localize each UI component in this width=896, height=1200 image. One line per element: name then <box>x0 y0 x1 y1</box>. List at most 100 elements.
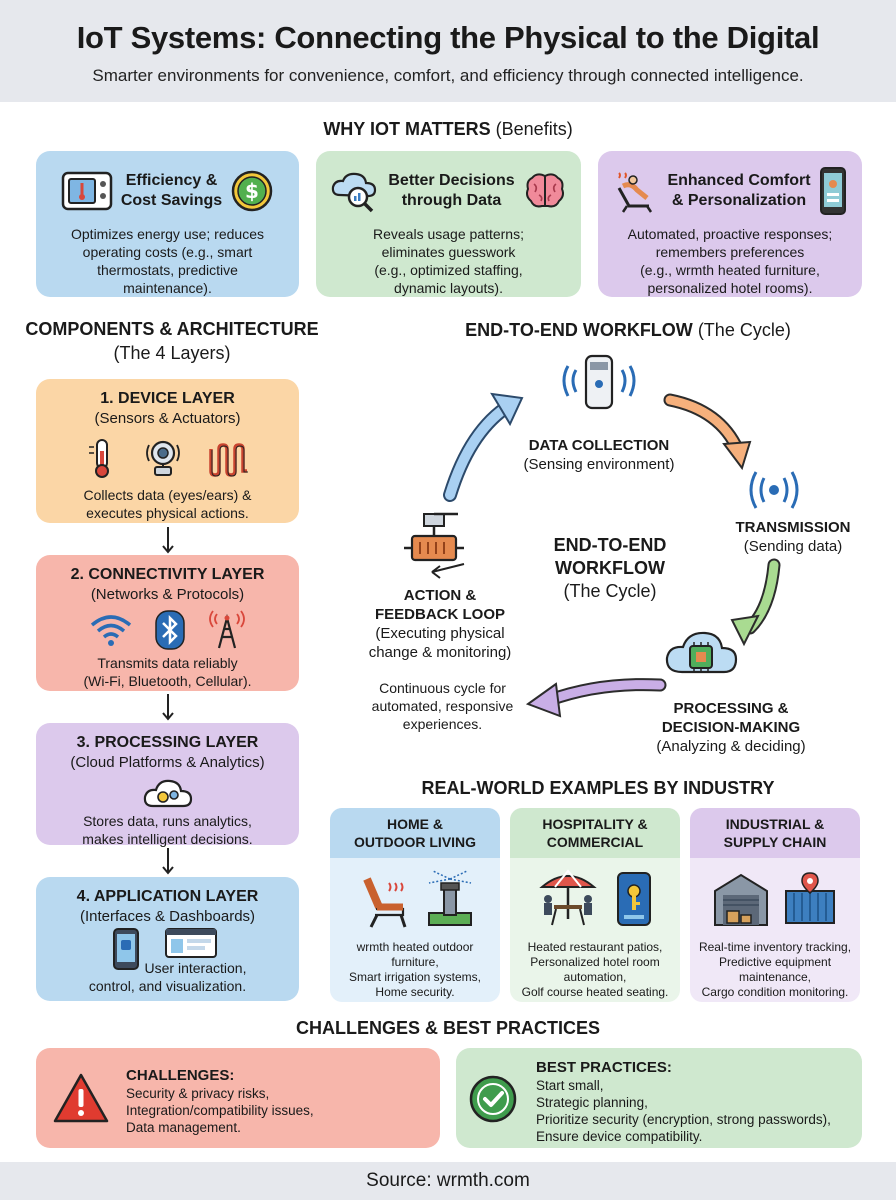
benefit-desc: Automated, proactive responses;remembers… <box>627 226 833 296</box>
cycle-arrow-green <box>730 558 781 647</box>
container-icon <box>785 872 835 924</box>
processing-layer-card: 3. PROCESSING LAYER (Cloud Platforms & A… <box>36 723 299 847</box>
key-card-icon <box>617 872 651 926</box>
heating-coil-icon <box>208 443 248 477</box>
best-practices-box: BEST PRACTICES: Start small, Strategic p… <box>456 1048 862 1148</box>
benefit-card-efficiency: Efficiency &Cost Savings $ Optimizes ene… <box>36 151 299 297</box>
connectivity-layer-card: 2. CONNECTIVITY LAYER (Networks & Protoc… <box>36 555 299 691</box>
step-title: TRANSMISSION <box>735 519 851 536</box>
industry-card-hospitality: HOSPITALITY &COMMERCIAL Heated restauran… <box>510 808 680 1002</box>
cloud-chip-icon <box>665 631 738 674</box>
industry-desc: Heated restaurant patios,Personalized ho… <box>521 940 669 999</box>
thermostat-icon <box>61 171 113 211</box>
phone-app-icon <box>112 927 140 976</box>
layer-subtitle: (Sensors & Actuators) <box>94 410 241 427</box>
layer-title: 3. PROCESSING LAYER <box>76 734 259 751</box>
challenge-item: Security & privacy risks, <box>126 1086 270 1101</box>
footer-source: Source: wrmth.com <box>0 1162 896 1200</box>
layers-heading-text: COMPONENTS & ARCHITECTURE <box>25 319 319 339</box>
industry-card-home: HOME &OUTDOOR LIVING wrmth heated outdoo… <box>330 808 500 1002</box>
step-title-line2: FEEDBACK LOOP <box>374 606 505 623</box>
benefits-heading-note: (Benefits) <box>495 119 573 139</box>
dollar-coin-icon: $ <box>231 170 273 212</box>
workflow-center-label: END-TO-END WORKFLOW (The Cycle) <box>553 535 667 601</box>
layer-title: 1. DEVICE LAYER <box>100 390 235 407</box>
heated-chair-icon <box>618 172 653 213</box>
header-band <box>0 0 896 102</box>
benefits-heading-text: WHY IOT MATTERS <box>323 119 491 139</box>
examples-heading: REAL-WORLD EXAMPLES BY INDUSTRY <box>421 778 775 798</box>
step-subtitle: (Sending data) <box>743 538 843 555</box>
cycle-arrow-purple <box>525 678 667 718</box>
cloud-gear-icon <box>143 779 192 808</box>
cycle-arrow-blue <box>443 392 524 502</box>
best-practice-item: Start small, <box>536 1078 604 1093</box>
challenge-item: Data management. <box>126 1120 241 1135</box>
camera-icon <box>145 440 180 476</box>
thermometer-icon <box>88 439 109 478</box>
step-processing: PROCESSING & DECISION-MAKING (Analyzing … <box>626 699 836 756</box>
challenges-box: CHALLENGES: Security & privacy risks, In… <box>36 1048 440 1148</box>
layer-subtitle: (Cloud Platforms & Analytics) <box>70 754 265 771</box>
step-title: PROCESSING & <box>673 700 789 717</box>
heated-chair-icon <box>363 877 407 928</box>
benefits-heading: WHY IOT MATTERS (Benefits) <box>0 119 896 140</box>
challenges-heading: CHALLENGES & BEST PRACTICES <box>295 1018 601 1038</box>
step-data-collection: DATA COLLECTION (Sensing environment) <box>498 436 700 474</box>
best-practices-title: BEST PRACTICES: <box>536 1059 672 1076</box>
industry-title: INDUSTRIAL &SUPPLY CHAIN <box>690 808 860 858</box>
svg-text:$: $ <box>245 179 259 203</box>
page-subtitle: Smarter environments for convenience, co… <box>92 66 804 85</box>
sensor-icon <box>562 354 636 410</box>
application-layer-card: 4. APPLICATION LAYER (Interfaces & Dashb… <box>36 877 299 1001</box>
sprinkler-icon <box>428 870 472 926</box>
checkmark-icon <box>469 1075 517 1123</box>
layers-heading-note: (The 4 Layers) <box>113 343 231 363</box>
cycle-arrow-orange <box>663 393 752 471</box>
device-layer-card: 1. DEVICE LAYER (Sensors & Actuators) Co… <box>36 379 299 523</box>
workflow-cycle-diagram <box>404 354 799 718</box>
warehouse-icon <box>714 873 768 926</box>
layer-desc: User interaction,control, and visualizat… <box>88 960 247 994</box>
dashboard-icon <box>164 927 218 964</box>
layer-desc: Collects data (eyes/ears) &executes phys… <box>83 487 252 521</box>
arrow-down-icon <box>162 694 174 721</box>
step-subtitle: (Sensing environment) <box>523 456 675 473</box>
industry-desc: Real-time inventory tracking,Predictive … <box>698 940 852 999</box>
cell-tower-icon <box>208 610 245 649</box>
step-subtitle: (Executing physical <box>375 625 505 642</box>
step-title-line2: DECISION-MAKING <box>661 719 801 736</box>
challenges-title: CHALLENGES: <box>126 1067 235 1084</box>
bluetooth-icon <box>154 610 185 650</box>
workflow-heading: END-TO-END WORKFLOW (The Cycle) <box>360 320 896 341</box>
layer-title: 4. APPLICATION LAYER <box>76 888 259 905</box>
step-title: ACTION & <box>403 587 477 604</box>
best-practice-item: Strategic planning, <box>536 1095 648 1110</box>
brain-icon <box>525 173 564 208</box>
best-practice-item: Prioritize security (encryption, strong … <box>536 1112 831 1127</box>
layer-title: 2. CONNECTIVITY LAYER <box>70 566 265 583</box>
step-subtitle: (Analyzing & deciding) <box>656 738 806 755</box>
step-action-feedback: ACTION & FEEDBACK LOOP (Executing physic… <box>350 586 530 662</box>
benefit-title: Enhanced Comfort& Personalization <box>667 172 811 209</box>
arrow-down-icon <box>162 527 174 554</box>
patio-umbrella-icon <box>539 869 597 926</box>
step-title: DATA COLLECTION <box>528 437 670 454</box>
challenge-item: Integration/compatibility issues, <box>126 1103 314 1118</box>
layer-subtitle: (Networks & Protocols) <box>90 586 245 603</box>
signal-icon <box>749 471 799 509</box>
wifi-icon <box>90 615 131 646</box>
cloud-analytics-icon <box>332 172 377 213</box>
layer-subtitle: (Interfaces & Dashboards) <box>79 908 256 925</box>
benefit-title: Efficiency &Cost Savings <box>120 172 223 209</box>
layer-desc: Transmits data reliably(Wi-Fi, Bluetooth… <box>83 655 252 689</box>
smartphone-icon <box>819 167 846 215</box>
workflow-heading-text: END-TO-END WORKFLOW <box>465 320 693 340</box>
page-title: IoT Systems: Connecting the Physical to … <box>76 20 820 55</box>
layer-desc: Stores data, runs analytics,makes intell… <box>82 813 253 847</box>
warning-icon <box>53 1073 109 1123</box>
workflow-heading-note: (The Cycle) <box>697 320 791 340</box>
